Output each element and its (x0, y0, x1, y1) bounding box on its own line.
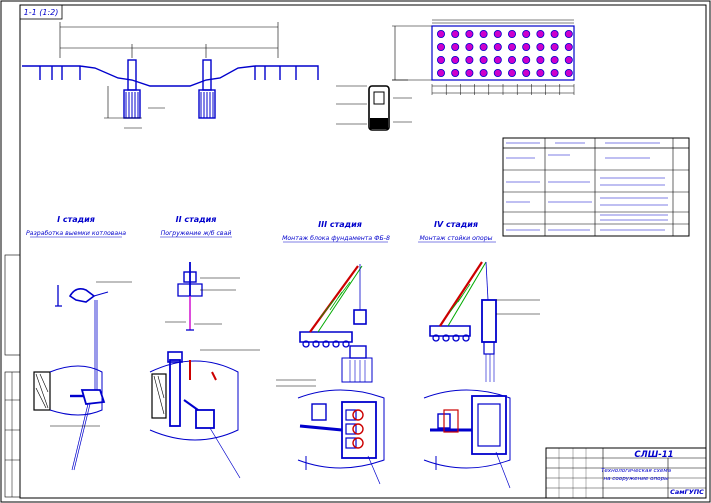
stage-4-title: IV стадия (434, 220, 478, 229)
pile-section-mark (479, 29, 488, 38)
pile-section-mark (522, 29, 531, 38)
pile-section-mark (550, 69, 559, 78)
pile-section-mark (465, 43, 474, 52)
pile-section-mark (550, 56, 559, 65)
stamp-org: СамГУПС (670, 488, 704, 496)
pile-section-mark (536, 43, 545, 52)
pile-section-mark (436, 69, 445, 78)
corner-title-tab: 1-1 (1:2) (19, 4, 63, 20)
left-binding-strip (4, 254, 21, 498)
pile-head-detail (336, 79, 412, 131)
pile-section-mark (451, 56, 460, 65)
pile-section-mark (507, 43, 516, 52)
pile-section-mark (507, 56, 516, 65)
pile-section-mark (564, 69, 573, 78)
pile-section-mark (550, 43, 559, 52)
pile-group-right (200, 92, 214, 118)
pile-section-mark (507, 69, 516, 78)
pile-grid (436, 29, 573, 78)
pile-section-mark (493, 69, 502, 78)
stage-3-subtitle: Монтаж блока фундамента ФБ-8 (282, 234, 390, 242)
pile-section-mark (465, 56, 474, 65)
equipment-table (502, 137, 690, 237)
pile-section-mark (436, 43, 445, 52)
stage-4-subtitle: Монтаж стойки опоры (419, 235, 492, 242)
pile-section-mark (436, 56, 445, 65)
pile-group-left (125, 92, 139, 118)
stamp-title-line1: Технологическая схема (601, 468, 672, 474)
pile-section-mark (522, 69, 531, 78)
stamp-code: СЛШ-11 (634, 450, 673, 460)
stage-3-title: III стадия (318, 220, 362, 229)
pile-section-mark (493, 56, 502, 65)
stage-3-crane (299, 264, 367, 348)
stage-1-subtitle: Разработка выемки котлована (26, 229, 126, 237)
pile-section-mark (479, 56, 488, 65)
pile-section-mark (550, 29, 559, 38)
pile-section-mark (564, 43, 573, 52)
pile-field-plan (392, 19, 575, 95)
pile-plan-dim-row (431, 84, 575, 95)
pile-section-mark (451, 29, 460, 38)
pile-section-mark (479, 43, 488, 52)
pile-section-mark (522, 56, 531, 65)
stage-2-pile-driving (149, 262, 260, 479)
stamp-title-line2: на сооружение опоры (603, 476, 669, 482)
stage-3-block-installation (276, 264, 385, 485)
pier-elevation (22, 22, 319, 129)
pile-section-mark (465, 29, 474, 38)
pile-section-mark (536, 56, 545, 65)
pile-section-mark (479, 69, 488, 78)
pile-section-mark (493, 43, 502, 52)
stage-1-title: I стадия (57, 215, 95, 224)
corner-title: 1-1 (1:2) (24, 8, 59, 17)
stage-1-excavation (33, 281, 132, 471)
pile-section-mark (451, 43, 460, 52)
pile-section-mark (493, 29, 502, 38)
pile-section-mark (465, 69, 474, 78)
pile-section-mark (522, 43, 531, 52)
pile-section-mark (451, 69, 460, 78)
pile-section-mark (436, 29, 445, 38)
pile-section-mark (564, 56, 573, 65)
table-text-scribbles (506, 142, 668, 231)
stage-4-crane (429, 261, 489, 342)
pile-section-mark (564, 29, 573, 38)
stage-4-column-installation (423, 261, 540, 489)
stage-2-title: II стадия (176, 215, 217, 224)
pile-section-mark (507, 29, 516, 38)
sheet-frame-inner (19, 4, 707, 499)
title-block (545, 447, 707, 499)
stage-titles: I стадия Разработка выемки котлована II … (26, 215, 496, 243)
pile-section-mark (536, 29, 545, 38)
stage-2-subtitle: Погружение ж/б свай (161, 229, 232, 237)
pile-section-mark (536, 69, 545, 78)
